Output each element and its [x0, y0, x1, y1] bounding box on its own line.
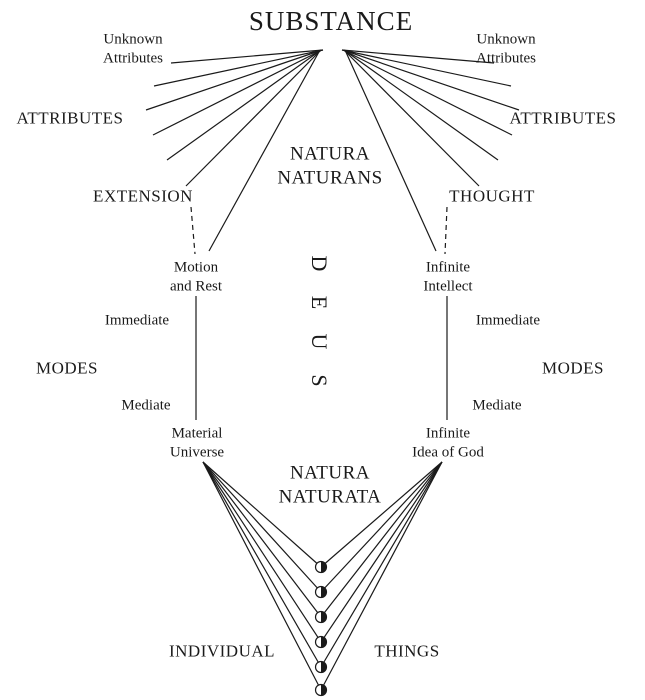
individual-label: INDIVIDUAL — [168, 641, 276, 661]
infinite-intellect-line2: Intellect — [423, 278, 473, 294]
attributes-right-label: ATTRIBUTES — [509, 108, 617, 128]
unknown-attributes-right-label: Unknown Attributes — [476, 30, 536, 68]
infinite-intellect-label: Infinite Intellect — [423, 258, 472, 296]
material-universe-line1: Material — [171, 425, 223, 442]
modes-left-label: MODES — [35, 358, 99, 378]
deus-letter-s: S — [306, 374, 332, 387]
extension-label: EXTENSION — [93, 186, 193, 206]
thought-dashed-link — [444, 206, 448, 255]
motion-and-rest-line2: and Rest — [169, 278, 223, 294]
individual-things-fan-left — [202, 461, 322, 691]
immediate-right-label: Immediate — [475, 312, 541, 329]
individual-things-fan-right — [320, 461, 443, 691]
immediate-left-label: Immediate — [104, 312, 170, 329]
unknown-attributes-left-label: Unknown Attributes — [103, 30, 163, 68]
individual-thing-icons — [314, 560, 328, 697]
natura-naturata-label: NATURA NATURATA — [279, 461, 382, 509]
unknown-attributes-left-line1: Unknown — [103, 31, 163, 48]
infinite-idea-of-god-line2: Idea of God — [412, 444, 484, 460]
deus-label: D E U S — [307, 251, 332, 394]
individual-thing-icon — [314, 660, 328, 674]
individual-thing-icon — [314, 560, 328, 574]
substance-label: SUBSTANCE — [248, 6, 414, 37]
material-universe-label: Material Universe — [170, 424, 224, 462]
mediate-left-label: Mediate — [121, 397, 171, 414]
mediate-right-label: Mediate — [472, 397, 522, 414]
substance-fan-left — [145, 49, 324, 252]
extension-dashed-link — [190, 206, 196, 255]
natura-naturata-line1: NATURA — [289, 462, 371, 484]
things-label: THINGS — [374, 641, 440, 661]
individual-thing-icon — [314, 683, 328, 697]
unknown-attributes-right-line1: Unknown — [476, 31, 536, 48]
motion-and-rest-line1: Motion — [173, 259, 219, 276]
attributes-left-label: ATTRIBUTES — [16, 108, 124, 128]
individual-thing-icon — [314, 635, 328, 649]
infinite-idea-of-god-label: Infinite Idea of God — [412, 424, 484, 462]
material-universe-line2: Universe — [169, 444, 225, 460]
individual-thing-icon — [314, 585, 328, 599]
natura-naturata-line2: NATURATA — [278, 486, 382, 507]
substance-fan-right — [341, 49, 520, 252]
individual-thing-icon — [314, 610, 328, 624]
natura-naturans-label: NATURA NATURANS — [277, 142, 382, 190]
unknown-attributes-left-line2: Attributes — [103, 50, 163, 66]
modes-right-label: MODES — [541, 358, 605, 378]
infinite-idea-of-god-line1: Infinite — [425, 425, 471, 442]
thought-label: THOUGHT — [449, 186, 535, 206]
deus-letter-e: E — [307, 295, 332, 310]
unknown-attributes-right-line2: Attributes — [476, 50, 536, 66]
motion-and-rest-label: Motion and Rest — [170, 258, 222, 296]
deus-letter-u: U — [307, 333, 332, 350]
deus-letter-d: D — [307, 255, 332, 272]
natura-naturans-line2: NATURANS — [277, 167, 383, 188]
infinite-intellect-line1: Infinite — [425, 259, 471, 276]
natura-naturans-line1: NATURA — [289, 143, 371, 165]
